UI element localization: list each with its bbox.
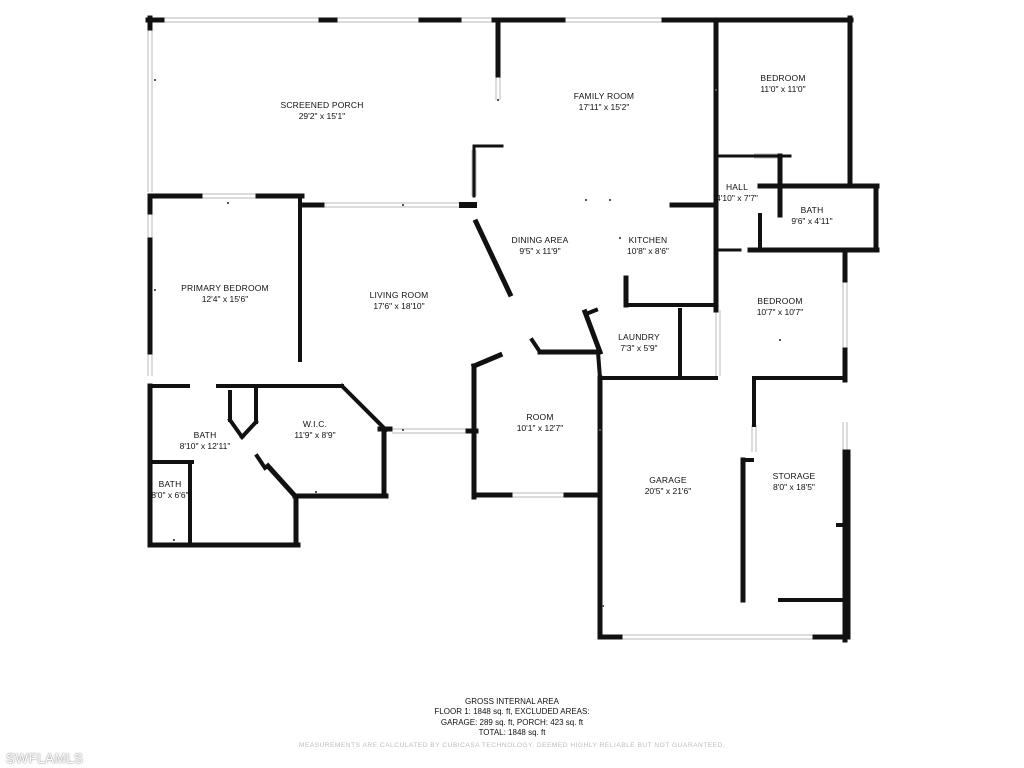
room-name: FAMILY ROOM xyxy=(574,91,634,101)
room-dimensions: 10'7" x 10'7" xyxy=(757,307,804,317)
area-summary-title: GROSS INTERNAL AREA xyxy=(465,697,559,706)
room-dimensions: 7'3" x 5'9" xyxy=(620,343,657,353)
area-summary-floor: FLOOR 1: 1848 sq. ft, EXCLUDED AREAS: xyxy=(434,707,590,717)
room-dimensions: 20'5" x 21'6" xyxy=(645,486,692,496)
room-name: W.I.C. xyxy=(303,419,327,429)
room-name: KITCHEN xyxy=(629,235,668,245)
room-name: LIVING ROOM xyxy=(370,290,429,300)
room-name: BEDROOM xyxy=(757,296,802,306)
room-name: ROOM xyxy=(526,412,553,422)
room-label-wic: W.I.C.11'9" x 8'9" xyxy=(294,419,335,440)
room-name: DINING AREA xyxy=(512,235,569,245)
room-name: STORAGE xyxy=(773,471,816,481)
room-name: BATH xyxy=(194,430,217,440)
room-dimensions: 11'9" x 8'9" xyxy=(294,430,335,440)
room-name: LAUNDRY xyxy=(618,332,660,342)
room-dimensions: 4'10" x 7'7" xyxy=(716,193,758,203)
room-name: HALL xyxy=(726,182,748,192)
dimension-marks xyxy=(154,79,781,607)
room-dimensions: 8'10" x 12'11" xyxy=(180,441,231,451)
room-dimensions: 12'4" x 15'6" xyxy=(202,294,249,304)
room-dimensions: 10'8" x 8'6" xyxy=(627,246,669,256)
watermark-logo: SWFLAMLS xyxy=(6,751,84,766)
area-summary: GROSS INTERNAL AREA FLOOR 1: 1848 sq. ft… xyxy=(380,697,644,739)
room-name: BATH xyxy=(159,479,182,489)
room-dimensions: 11'0" x 11'0" xyxy=(760,84,805,94)
room-dimensions: 17'6" x 18'10" xyxy=(373,301,424,311)
room-dimensions: 17'11" x 15'2" xyxy=(579,102,630,112)
room-dimensions: 9'6" x 4'11" xyxy=(791,216,832,226)
room-name: SCREENED PORCH xyxy=(280,100,363,110)
area-summary-total: TOTAL: 1848 sq. ft xyxy=(478,728,546,738)
room-name: BATH xyxy=(801,205,824,215)
room-dimensions: 8'0" x 6'6" xyxy=(151,490,188,500)
windows xyxy=(147,17,879,640)
room-name: GARAGE xyxy=(649,475,687,485)
area-summary-excluded: GARAGE: 289 sq. ft, PORCH: 423 sq. ft xyxy=(440,717,584,727)
room-name: BEDROOM xyxy=(760,73,805,83)
disclaimer: MEASUREMENTS ARE CALCULATED BY CUBICASA … xyxy=(298,742,726,749)
room-name: PRIMARY BEDROOM xyxy=(181,283,269,293)
room-dimensions: 29'2" x 15'1" xyxy=(299,111,346,121)
room-dimensions: 9'5" x 11'9" xyxy=(519,246,560,256)
room-dimensions: 10'1" x 12'7" xyxy=(517,423,564,433)
walls xyxy=(145,15,880,643)
room-dimensions: 8'0" x 18'5" xyxy=(773,482,815,492)
